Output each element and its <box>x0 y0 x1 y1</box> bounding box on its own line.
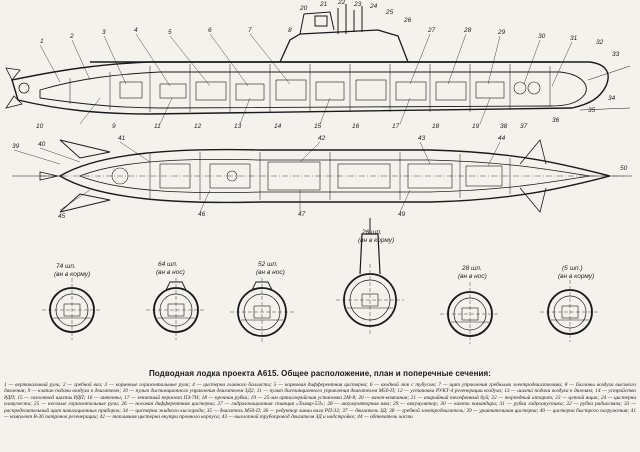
callout-number: 17 <box>392 123 400 130</box>
callout-number: 26 <box>403 17 412 24</box>
callout-number: 18 <box>432 123 440 130</box>
callout-number: 6 <box>208 27 212 34</box>
section-sub-4: (вн в корму) <box>358 237 394 244</box>
callout-number: 50 <box>620 165 628 172</box>
callout-number: 49 <box>398 211 406 218</box>
plan-view <box>12 139 632 213</box>
callout-number: 27 <box>427 27 436 34</box>
cross-section-4 <box>336 218 404 334</box>
cross-sections <box>42 218 600 344</box>
figure-legend: 1 — вертикальный руль; 2 — гребной вал; … <box>4 382 636 421</box>
callout-number: 3 <box>102 29 106 36</box>
callout-number: 43 <box>418 135 426 142</box>
callout-number: 45 <box>58 213 66 220</box>
section-sub-5: (вн в нос) <box>458 273 487 280</box>
section-label-1: 74 шп. <box>56 263 76 270</box>
callout-number: 16 <box>352 123 360 130</box>
callout-number: 25 <box>385 9 394 16</box>
callout-number: 8 <box>288 27 292 34</box>
callout-number: 44 <box>498 135 506 142</box>
callout-number: 24 <box>369 3 378 10</box>
section-sub-2: (вн в нос) <box>156 269 185 276</box>
cross-section-1 <box>42 278 102 340</box>
section-sub-6: (вн в корму) <box>558 273 594 280</box>
callout-number: 1 <box>40 38 44 45</box>
callout-number: 40 <box>38 141 46 148</box>
callout-number: 11 <box>154 123 161 130</box>
callout-number: 7 <box>248 27 252 34</box>
callout-number: 46 <box>198 211 206 218</box>
callout-number: 42 <box>318 135 326 142</box>
section-label-6: (5 шп.) <box>562 265 583 272</box>
callout-number: 2 <box>69 33 74 40</box>
section-sub-3: (вн в нос) <box>256 269 285 276</box>
callout-number: 22 <box>337 0 346 6</box>
plan-callouts <box>13 141 501 213</box>
callout-number: 10 <box>36 123 44 130</box>
section-label-3: 52 шп. <box>258 261 278 268</box>
callout-number: 13 <box>234 123 242 130</box>
callout-number: 21 <box>319 1 328 8</box>
callout-number: 30 <box>538 33 546 40</box>
callout-number: 31 <box>570 35 578 42</box>
profile-callouts <box>39 33 573 125</box>
section-sub-1: (вн в корму) <box>54 271 90 278</box>
callout-number: 14 <box>274 123 282 130</box>
figure-caption: Подводная лодка проекта А615. Общее расп… <box>148 369 492 378</box>
callout-number: 12 <box>194 123 202 130</box>
section-label-2: 64 шп. <box>158 261 178 268</box>
callout-number: 36 <box>552 117 560 124</box>
callout-number: 19 <box>472 123 480 130</box>
cross-section-3 <box>230 278 294 344</box>
callout-number: 29 <box>497 29 506 36</box>
callout-number: 39 <box>12 143 20 150</box>
callout-number: 5 <box>168 29 172 36</box>
callout-number: 35 <box>588 107 596 114</box>
cross-section-5 <box>440 282 500 344</box>
callout-number: 15 <box>314 123 322 130</box>
callout-number: 41 <box>118 135 126 142</box>
callout-number: 33 <box>612 51 620 58</box>
side-profile <box>5 4 631 115</box>
callout-number: 37 <box>520 123 528 130</box>
callout-number: 32 <box>596 39 604 46</box>
section-labels: 74 шп. (вн в корму) 64 шп. (вн в нос) 52… <box>54 229 594 280</box>
cross-section-2 <box>146 278 206 340</box>
callout-number: 20 <box>299 5 308 12</box>
callout-number: 9 <box>112 123 116 130</box>
callout-number: 4 <box>134 27 138 34</box>
callout-number: 38 <box>500 123 508 130</box>
callout-number: 47 <box>298 211 306 218</box>
section-label-5: 28 шп. <box>461 265 482 272</box>
callout-number: 23 <box>353 1 362 8</box>
callout-number: 34 <box>608 95 616 102</box>
callout-number: 28 <box>463 27 472 34</box>
section-label-4: 26 шп. <box>361 229 382 236</box>
cross-section-6 <box>540 280 600 342</box>
